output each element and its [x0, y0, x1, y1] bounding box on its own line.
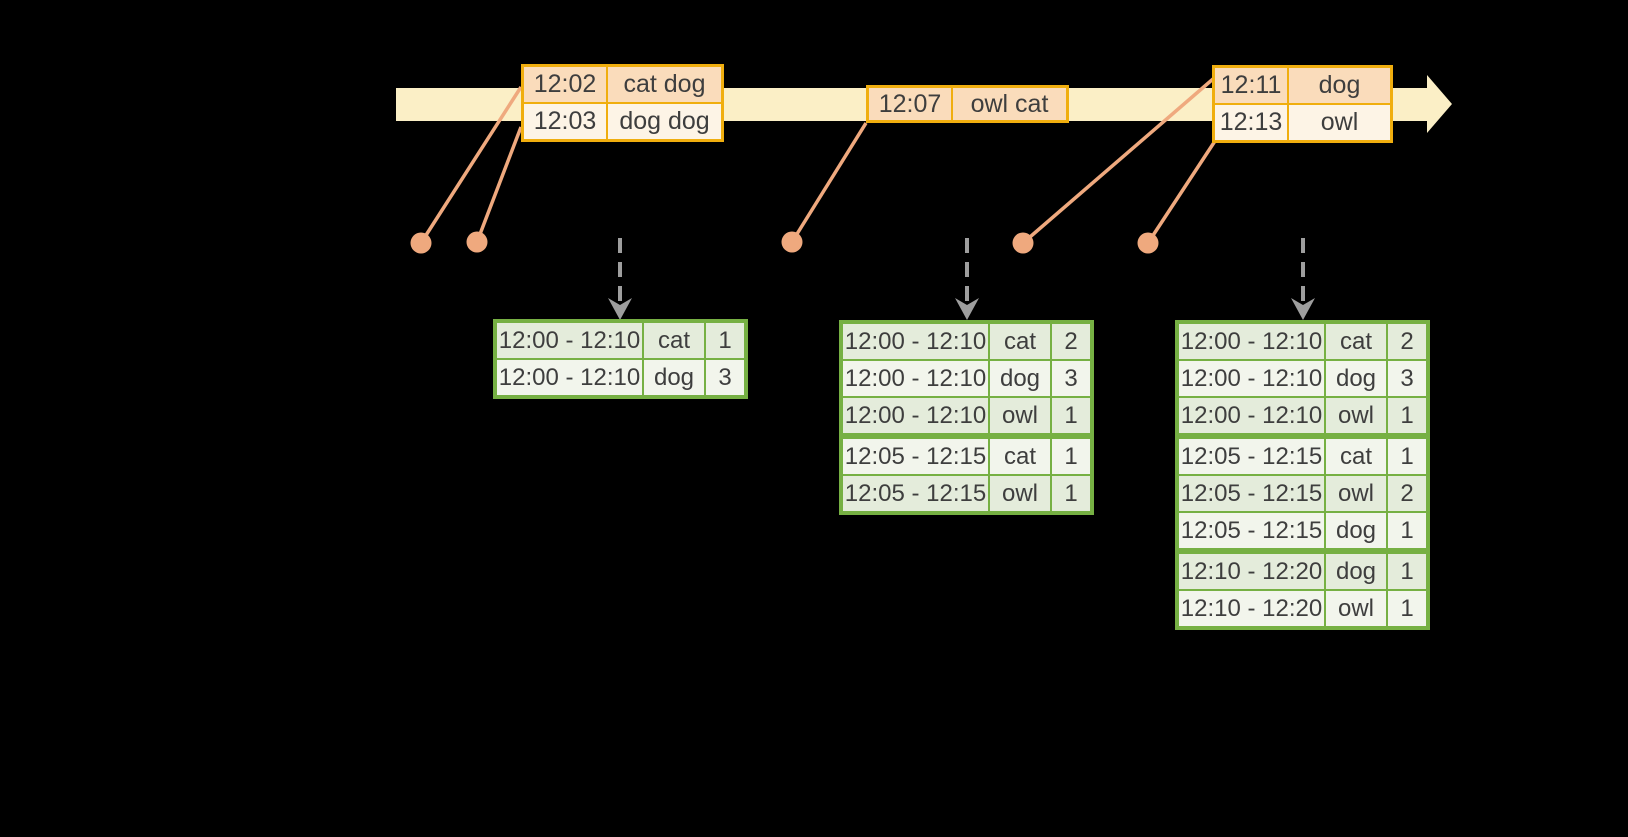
- event-time-cell: 12:13: [1215, 105, 1287, 140]
- result-row: 12:05 - 12:15 cat 1: [1179, 439, 1426, 474]
- word-cell: owl: [990, 398, 1050, 433]
- word-cell: dog: [644, 360, 704, 395]
- event-words-cell: cat dog: [608, 67, 721, 102]
- count-cell: 3: [1052, 361, 1090, 396]
- result-row: 12:10 - 12:20 owl 1: [1179, 591, 1426, 626]
- event-connector-lines: [419, 77, 1217, 245]
- count-cell: 1: [1388, 398, 1426, 433]
- count-cell: 2: [1388, 324, 1426, 359]
- result-row: 12:00 - 12:10 owl 1: [843, 398, 1090, 433]
- trigger-arrow-1: [608, 238, 632, 320]
- word-cell: dog: [1326, 554, 1386, 589]
- arrow-down-icon: [1291, 298, 1315, 320]
- result-row: 12:00 - 12:10 dog 3: [843, 361, 1090, 396]
- word-cell: owl: [1326, 591, 1386, 626]
- event-time-cell: 12:02: [524, 67, 606, 102]
- count-cell: 1: [1388, 591, 1426, 626]
- result-row: 12:00 - 12:10 dog 3: [1179, 361, 1426, 396]
- word-cell: owl: [1326, 398, 1386, 433]
- result-row: 12:00 - 12:10 owl 1: [1179, 398, 1426, 433]
- count-cell: 3: [1388, 361, 1426, 396]
- connector-line-4: [1021, 77, 1215, 245]
- connector-line-3: [790, 122, 868, 243]
- count-cell: 1: [706, 323, 744, 358]
- connector-line-1: [419, 86, 523, 244]
- input-event-table-3: 12:11 dog 12:13 owl: [1212, 65, 1393, 143]
- result-row: 12:00 - 12:10 cat 2: [1179, 324, 1426, 359]
- word-cell: dog: [990, 361, 1050, 396]
- window-cell: 12:00 - 12:10: [1179, 361, 1324, 396]
- result-row: 12:05 - 12:15 owl 1: [843, 476, 1090, 511]
- word-cell: dog: [1326, 361, 1386, 396]
- event-words-cell: owl cat: [953, 88, 1066, 120]
- arrow-down-icon: [955, 298, 979, 320]
- event-words-cell: dog: [1289, 68, 1390, 103]
- window-cell: 12:05 - 12:15: [1179, 513, 1324, 548]
- event-time-cell: 12:11: [1215, 68, 1287, 103]
- count-cell: 3: [706, 360, 744, 395]
- word-cell: owl: [990, 476, 1050, 511]
- count-cell: 1: [1052, 398, 1090, 433]
- result-row: 12:00 - 12:10 cat 2: [843, 324, 1090, 359]
- arrow-down-icon: [608, 298, 632, 320]
- count-cell: 2: [1052, 324, 1090, 359]
- trigger-arrow-2: [955, 238, 979, 320]
- count-cell: 1: [1052, 439, 1090, 474]
- event-words-cell: dog dog: [608, 104, 721, 139]
- result-row: 12:00 - 12:10 cat 1: [497, 323, 744, 358]
- result-table-2: 12:00 - 12:10 cat 2 12:00 - 12:10 dog 3 …: [839, 320, 1094, 515]
- trigger-arrow-3: [1291, 238, 1315, 320]
- window-cell: 12:10 - 12:20: [1179, 554, 1324, 589]
- window-cell: 12:00 - 12:10: [843, 361, 988, 396]
- result-row: 12:10 - 12:20 dog 1: [1179, 554, 1426, 589]
- result-row: 12:05 - 12:15 dog 1: [1179, 513, 1426, 548]
- result-row: 12:05 - 12:15 owl 2: [1179, 476, 1426, 511]
- word-cell: dog: [1326, 513, 1386, 548]
- result-row: 12:00 - 12:10 dog 3: [497, 360, 744, 395]
- window-cell: 12:10 - 12:20: [1179, 591, 1324, 626]
- count-cell: 1: [1052, 476, 1090, 511]
- window-cell: 12:00 - 12:10: [497, 360, 642, 395]
- window-cell: 12:05 - 12:15: [843, 476, 988, 511]
- event-dots: [410, 231, 1159, 254]
- count-cell: 1: [1388, 554, 1426, 589]
- event-dot-5: [1137, 232, 1159, 254]
- window-cell: 12:05 - 12:15: [1179, 439, 1324, 474]
- window-cell: 12:00 - 12:10: [497, 323, 642, 358]
- word-cell: cat: [990, 324, 1050, 359]
- word-cell: cat: [1326, 439, 1386, 474]
- event-dot-2: [466, 231, 488, 253]
- word-cell: cat: [990, 439, 1050, 474]
- result-row: 12:05 - 12:15 cat 1: [843, 439, 1090, 474]
- event-time-cell: 12:07: [869, 88, 951, 120]
- timeline-arrowhead-icon: [1427, 75, 1452, 133]
- count-cell: 2: [1388, 476, 1426, 511]
- word-cell: cat: [644, 323, 704, 358]
- window-cell: 12:00 - 12:10: [1179, 324, 1324, 359]
- event-dot-1: [410, 232, 432, 254]
- word-cell: cat: [1326, 324, 1386, 359]
- count-cell: 1: [1388, 513, 1426, 548]
- input-event-table-2: 12:07 owl cat: [866, 85, 1069, 123]
- event-words-cell: owl: [1289, 105, 1390, 140]
- event-time-cell: 12:03: [524, 104, 606, 139]
- window-cell: 12:00 - 12:10: [843, 398, 988, 433]
- count-cell: 1: [1388, 439, 1426, 474]
- word-cell: owl: [1326, 476, 1386, 511]
- result-table-3: 12:00 - 12:10 cat 2 12:00 - 12:10 dog 3 …: [1175, 320, 1430, 630]
- window-cell: 12:05 - 12:15: [843, 439, 988, 474]
- input-event-table-1: 12:02 cat dog 12:03 dog dog: [521, 64, 724, 142]
- window-cell: 12:05 - 12:15: [1179, 476, 1324, 511]
- result-table-1: 12:00 - 12:10 cat 1 12:00 - 12:10 dog 3: [493, 319, 748, 399]
- window-cell: 12:00 - 12:10: [843, 324, 988, 359]
- connector-line-2: [475, 126, 523, 243]
- connector-line-5: [1146, 140, 1217, 244]
- event-dot-4: [1012, 232, 1034, 254]
- window-cell: 12:00 - 12:10: [1179, 398, 1324, 433]
- event-dot-3: [781, 231, 803, 253]
